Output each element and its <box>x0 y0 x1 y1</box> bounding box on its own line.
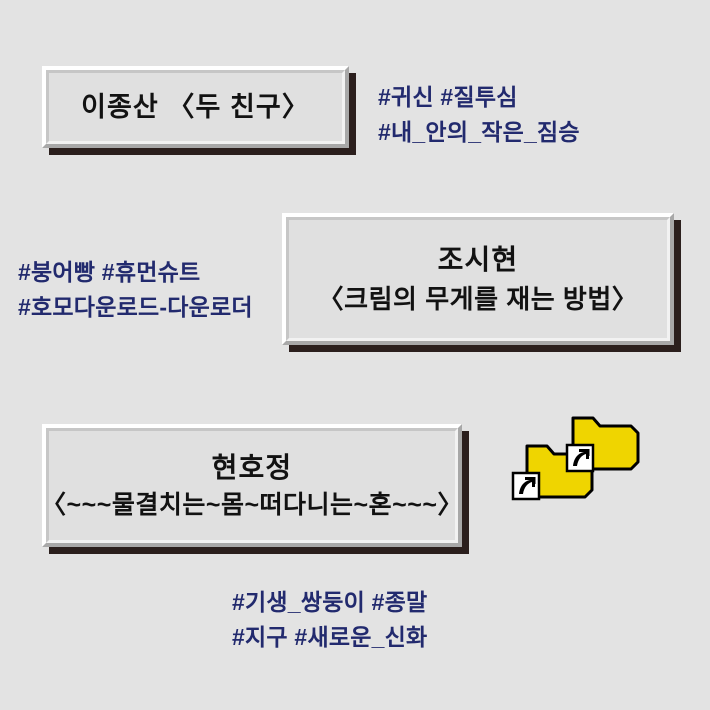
hashtag-line[interactable]: #내_안의_작은_짐승 <box>378 119 580 145</box>
book-plaque-3-inner: 현호정 〈~~~물결치는~몸~떠다니는~혼~~~〉 <box>41 428 462 543</box>
book-plaque-3[interactable]: 현호정 〈~~~물결치는~몸~떠다니는~혼~~~〉 <box>41 424 462 547</box>
hashtag-line[interactable]: #붕어빵 #휴먼슈트 <box>18 259 201 285</box>
book-plaque-3-author: 현호정 <box>211 451 293 483</box>
hashtag-line[interactable]: #지구 #새로운_신화 <box>232 624 428 650</box>
folder-shortcut-icon-group <box>505 410 655 520</box>
book-plaque-1-inner: 이종산 〈두 친구〉 <box>46 70 345 144</box>
hashtag-group-2: #붕어빵 #휴먼슈트 #호모다운로드-다운로더 <box>18 255 253 325</box>
book-plaque-2[interactable]: 조시현 〈크림의 무게를 재는 방법〉 <box>282 213 674 345</box>
hashtag-line[interactable]: #기생_쌍둥이 #종말 <box>232 589 428 615</box>
book-plaque-2-author: 조시현 <box>437 244 519 275</box>
book-plaque-3-title: 〈~~~물결치는~몸~떠다니는~혼~~~〉 <box>41 490 463 519</box>
hashtag-line[interactable]: #호모다운로드-다운로더 <box>18 294 253 320</box>
shortcut-arrow-badge-back <box>565 443 595 473</box>
book-plaque-1-author-title: 이종산 〈두 친구〉 <box>81 92 310 122</box>
hashtag-line[interactable]: #귀신 #질투심 <box>378 84 518 110</box>
book-plaque-1[interactable]: 이종산 〈두 친구〉 <box>42 66 349 148</box>
hashtag-group-3: #기생_쌍둥이 #종말 #지구 #새로운_신화 <box>232 585 427 655</box>
book-plaque-2-title: 〈크림의 무게를 재는 방법〉 <box>317 284 639 314</box>
book-plaque-2-inner: 조시현 〈크림의 무게를 재는 방법〉 <box>286 217 670 341</box>
hashtag-group-1: #귀신 #질투심 #내_안의_작은_짐승 <box>378 80 580 150</box>
shortcut-arrow-badge-front <box>511 471 541 501</box>
